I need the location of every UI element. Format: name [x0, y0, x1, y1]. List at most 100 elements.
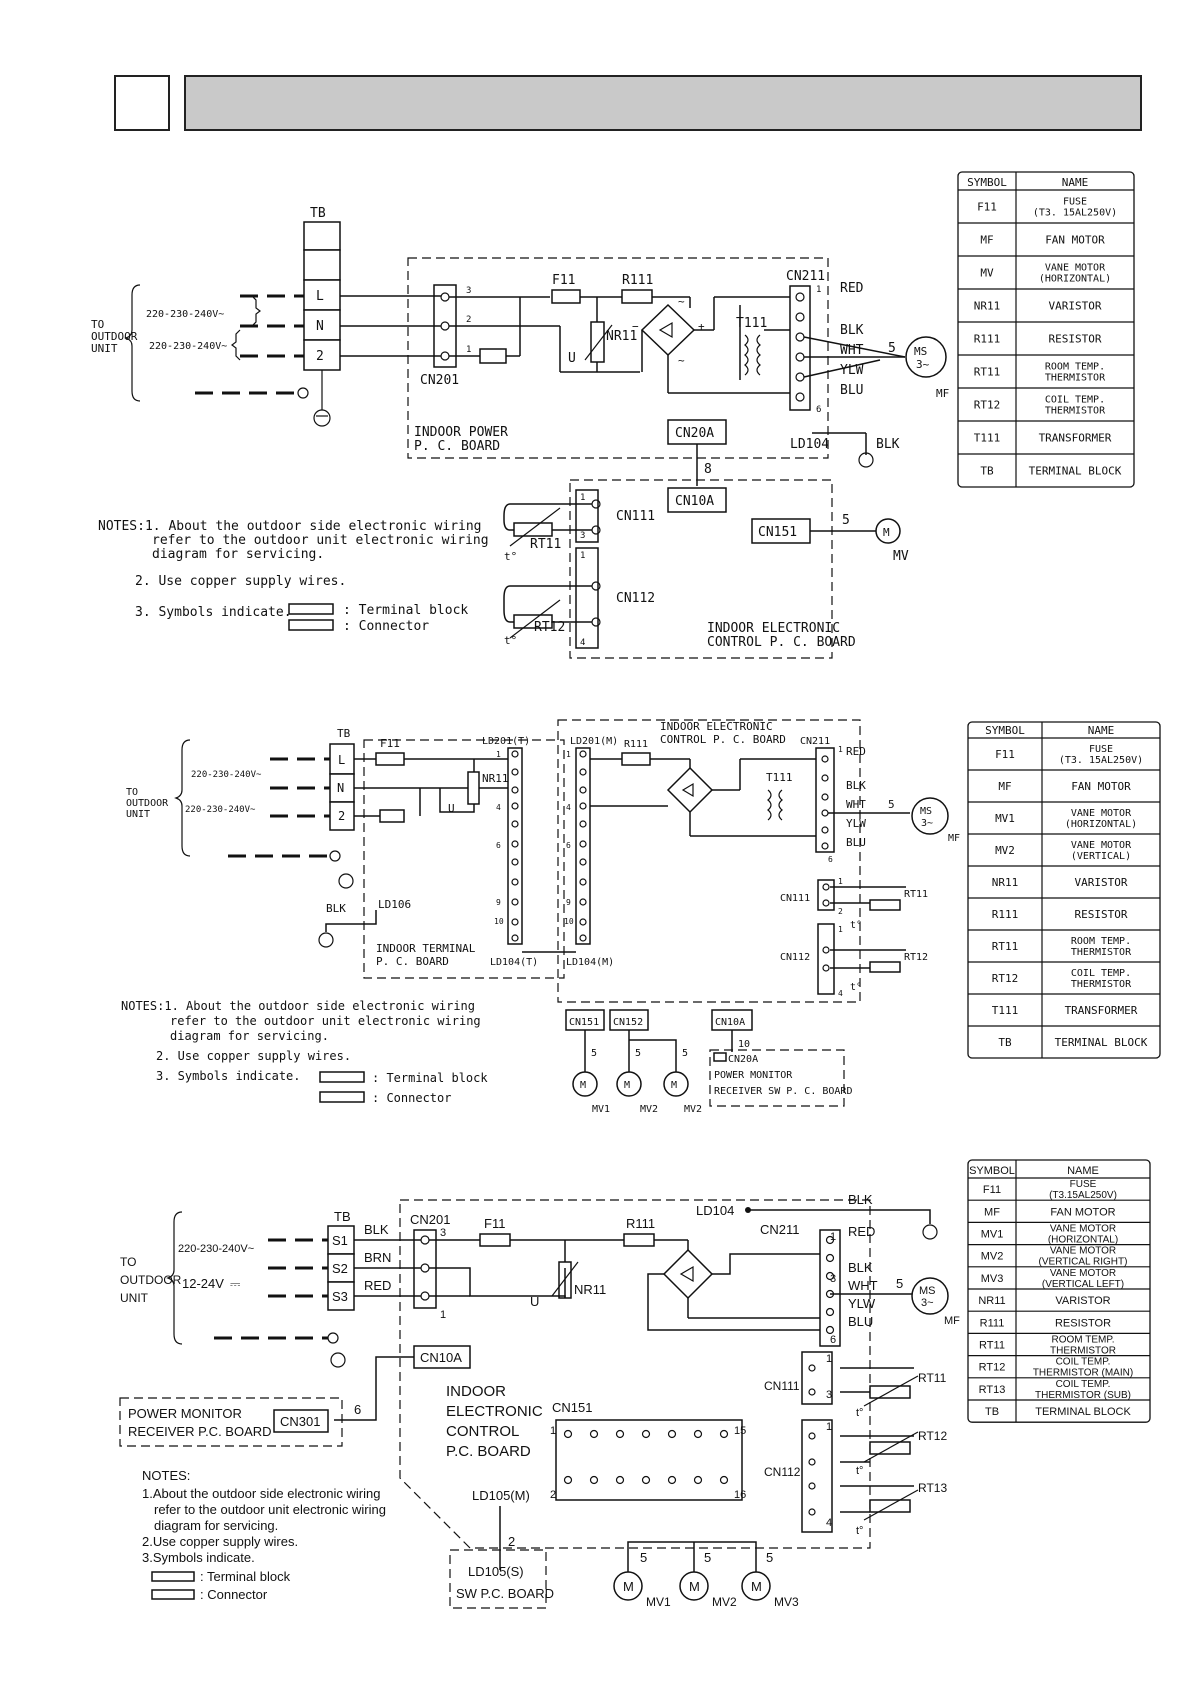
- cn112-pin: [808, 1482, 816, 1490]
- table-cell-name: FUSE: [1089, 744, 1113, 755]
- connector-pin: [821, 755, 829, 763]
- ld105m-label: LD105(M): [472, 1488, 530, 1503]
- mv2-label: MV2: [712, 1595, 737, 1609]
- table-cell-name: FAN MOTOR: [1045, 234, 1105, 247]
- bridge-tilde-1: ~: [678, 295, 685, 308]
- unit-label: UNIT: [91, 342, 118, 355]
- table-cell-symbol: RT12: [992, 972, 1019, 985]
- motor-m-3: M: [671, 1080, 677, 1091]
- table-cell-name: VARISTOR: [1075, 876, 1128, 889]
- cn201-connector: [413, 1229, 437, 1309]
- ground-icon: [922, 1224, 938, 1240]
- table-cell-symbol: F11: [995, 748, 1015, 761]
- receiver-board-label-2: RECEIVER SW P. C. BOARD: [714, 1086, 852, 1097]
- vane-motor-mv2-icon: [679, 1571, 709, 1601]
- table-cell-name: FAN MOTOR: [1071, 780, 1131, 793]
- bridge-minus: −: [632, 320, 639, 333]
- tb-label: TB: [337, 727, 351, 740]
- cn112-pin-label-4: 4: [826, 1517, 832, 1529]
- connector-pin: [693, 1429, 703, 1439]
- legend-terminal: : Terminal block: [200, 1569, 291, 1584]
- wire-nr11-bot: [439, 788, 475, 813]
- table-cell-symbol: MV2: [995, 844, 1015, 857]
- terminal-s2: S2: [332, 1261, 348, 1276]
- table-cell-name: VANE MOTOR: [1050, 1268, 1116, 1279]
- table-cell-name: ROOM TEMP.: [1052, 1335, 1115, 1346]
- cn211-pin-3: 3: [830, 1273, 836, 1285]
- f11-label: F11: [552, 273, 575, 288]
- legend-terminal: : Terminal block: [343, 603, 468, 618]
- note-3: 3. Symbols indicate.: [156, 1069, 301, 1083]
- table-cell-name: (T3. 15AL250V): [1059, 755, 1143, 766]
- brace-1: [251, 295, 261, 327]
- connector-pin: [825, 1325, 835, 1335]
- unit-label: UNIT: [126, 809, 150, 820]
- cn10a-connector: [667, 487, 727, 513]
- note-2: 2.Use copper supply wires.: [142, 1534, 298, 1549]
- cn211-label: CN211: [800, 736, 830, 747]
- cn111-connector: [801, 1351, 833, 1405]
- cn112-pin: [808, 1458, 816, 1466]
- connector-pin: [693, 1475, 703, 1485]
- nr11-label: NR11: [574, 1282, 606, 1297]
- cn151-pin-15: 15: [734, 1425, 746, 1437]
- connector-pin: [579, 898, 587, 906]
- connector-pin: [821, 826, 829, 834]
- voltage-ac: 220-230-240V~: [178, 1243, 254, 1255]
- receiver-board-outline: [709, 1049, 845, 1107]
- wire-to-fan: [803, 336, 906, 358]
- receiver-board-label-2: RECEIVER P.C. BOARD: [128, 1424, 272, 1439]
- indoor-control-board-outline: [399, 1199, 871, 1549]
- terminal-l: L: [338, 753, 345, 767]
- note-1: NOTES:1. About the outdoor side electron…: [98, 519, 482, 534]
- cn211-label: CN211: [760, 1222, 800, 1237]
- table-header-symbol: SYMBOL: [969, 1165, 1015, 1177]
- cn152-label: CN152: [613, 1017, 643, 1028]
- table-cell-name: (T3.15AL250V): [1049, 1190, 1117, 1201]
- ld106-wire: [325, 910, 377, 932]
- note-2: 2. Use copper supply wires.: [135, 574, 346, 589]
- tb-blank: [303, 249, 341, 281]
- cn201-pin-label-3: 3: [440, 1227, 446, 1239]
- wire-s2-int: [429, 1267, 566, 1298]
- connector-pin: [667, 1475, 677, 1485]
- pin-1-t: 1: [496, 750, 501, 759]
- wire-red: RED: [840, 281, 864, 296]
- mv1-wire-count: 5: [591, 1048, 597, 1059]
- cn10a-label: CN10A: [715, 1017, 745, 1028]
- voltage-2: 220-230-240V~: [185, 805, 256, 815]
- table-cell-name: THERMISTOR: [1045, 406, 1106, 417]
- cn301-label: CN301: [280, 1414, 320, 1429]
- nr11-varistor: [467, 771, 480, 805]
- wire-wht: WHT: [848, 1278, 878, 1293]
- cn112-label: CN112: [616, 591, 655, 606]
- cn201-pin-label-3: 3: [466, 286, 471, 296]
- connector-pin: [511, 878, 519, 886]
- mv1-wire-count: 5: [640, 1550, 647, 1565]
- table-header-symbol: SYMBOL: [967, 176, 1007, 189]
- vane-motor-mv3-icon: [741, 1571, 771, 1601]
- table-frame: [957, 171, 1135, 488]
- wire-ylw: YLW: [848, 1296, 876, 1311]
- connector-pin: [579, 878, 587, 886]
- receiver-board-label-1: POWER MONITOR: [128, 1406, 242, 1421]
- fan-motor-label: MF: [936, 387, 949, 400]
- table-cell-name: THERMISTOR: [1050, 1346, 1116, 1357]
- fan-motor-phase: 3~: [916, 358, 930, 371]
- terminal-2: 2: [316, 349, 324, 364]
- cn211-connector: [819, 1229, 841, 1347]
- ground-icon: [338, 873, 354, 889]
- wire-ylw: YLW: [840, 363, 864, 378]
- cn211-pin: [795, 312, 805, 322]
- table-cell-name: THERMISTOR (MAIN): [1033, 1368, 1133, 1379]
- table-cell-symbol: MF: [998, 780, 1011, 793]
- connector-symbol-icon: [151, 1589, 195, 1600]
- ld106-blk: BLK: [326, 902, 346, 915]
- terminal-s3: S3: [332, 1289, 348, 1304]
- pin-9-t: 9: [496, 898, 501, 907]
- table-cell-symbol: MV3: [981, 1273, 1004, 1285]
- mv2-wire-count: 5: [704, 1550, 711, 1565]
- receiver-board-label-1: POWER MONITOR: [714, 1070, 793, 1081]
- sw-board-label: SW P.C. BOARD: [456, 1586, 554, 1601]
